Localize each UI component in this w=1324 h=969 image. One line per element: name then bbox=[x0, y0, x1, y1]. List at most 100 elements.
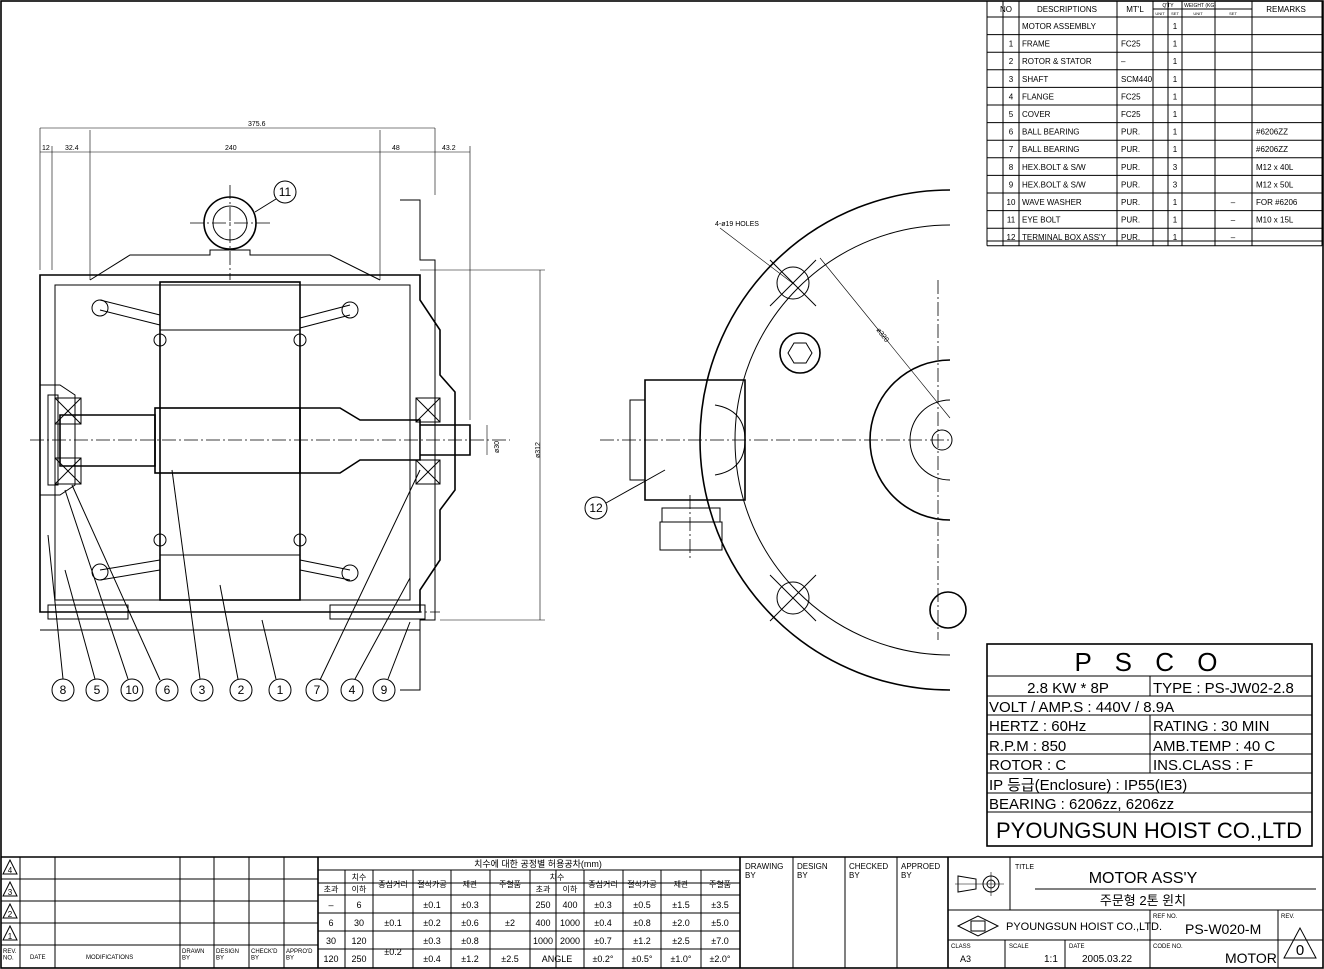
tol-l-can: ±0.8 bbox=[461, 936, 478, 946]
bom-cell-remarks: FOR #6206 bbox=[1256, 198, 1298, 207]
bom-cell-desc: BALL BEARING bbox=[1022, 145, 1080, 154]
tol-l-can: ±1.2 bbox=[461, 954, 478, 964]
tol-r-cut: ±1.2 bbox=[633, 936, 650, 946]
tol-h-center: 중심거리 bbox=[378, 879, 407, 889]
tol-l-under: 250 bbox=[351, 954, 366, 964]
bom-header-weight: WEIGHT (KG) bbox=[1184, 3, 1216, 9]
svg-text:5: 5 bbox=[94, 683, 101, 697]
tol-r-over: ANGLE bbox=[542, 954, 573, 964]
dim-overall-length: 375.6 bbox=[248, 121, 266, 128]
bom-cell-desc: ROTOR & STATOR bbox=[1022, 57, 1092, 66]
dim-12: 12 bbox=[42, 145, 50, 152]
bom-cell-set: 1 bbox=[1173, 92, 1178, 101]
bom-cell-mtl: FC25 bbox=[1121, 40, 1141, 49]
svg-text:10: 10 bbox=[125, 683, 139, 697]
bom-cell-no: 5 bbox=[1009, 110, 1014, 119]
bom-cell-set: 1 bbox=[1173, 57, 1178, 66]
tol-h-over: 초과 bbox=[324, 885, 339, 894]
svg-text:4: 4 bbox=[349, 683, 356, 697]
dim-shaft-dia: ø30 bbox=[494, 441, 501, 453]
date-label: DATE bbox=[1069, 944, 1085, 950]
tol-r-cut: ±0.5° bbox=[631, 954, 652, 964]
bom-cell-desc: HEX.BOLT & S/W bbox=[1022, 163, 1086, 172]
bom-cell-desc: FLANGE bbox=[1022, 92, 1054, 101]
balloon-8: 8 bbox=[47, 534, 75, 702]
nameplate: P S C O 2.8 KW * 8P TYPE : PS-JW02-2.8 V… bbox=[986, 643, 1313, 847]
bom-cell-no: 2 bbox=[1009, 57, 1014, 66]
dim-holes: 4-ø19 HOLES bbox=[715, 221, 759, 228]
tol-l-center: ±0.2 bbox=[384, 947, 401, 957]
front-view-dimensions: 4-ø19 HOLES ø320 bbox=[715, 221, 890, 344]
bom-cell-no: 4 bbox=[1009, 92, 1014, 101]
bom-cell-mtl: PUR. bbox=[1121, 216, 1140, 225]
nameplate-rating: RATING : 30 MIN bbox=[1153, 718, 1269, 735]
revision-mark-icon: 1 bbox=[2, 924, 18, 941]
tol-l-over: 30 bbox=[326, 936, 336, 946]
tol-h-size-2: 치수 bbox=[550, 873, 565, 882]
drawing-title: MOTOR ASS'Y bbox=[1089, 870, 1198, 887]
bom-cell-set: 1 bbox=[1173, 75, 1178, 84]
tol-r-can: ±1.5 bbox=[672, 900, 689, 910]
nameplate-type: TYPE : PS-JW02-2.8 bbox=[1153, 680, 1294, 697]
motor-front-view bbox=[600, 189, 967, 691]
rev-date-header: DATE bbox=[30, 955, 46, 961]
revision-mark-icon: 2 bbox=[2, 902, 18, 919]
bom-header-w_unit: UNIT bbox=[1193, 11, 1203, 16]
bom-cell-mtl: PUR. bbox=[1121, 180, 1140, 189]
tol-h-cut: 절삭가공 bbox=[417, 879, 446, 889]
bom-cell-set: 1 bbox=[1173, 145, 1178, 154]
tol-h-center-2: 중심거리 bbox=[588, 879, 617, 889]
nameplate-amb: AMB.TEMP : 40 C bbox=[1153, 738, 1275, 755]
tol-r-center: ±0.2° bbox=[592, 954, 613, 964]
bom-cell-desc: SHAFT bbox=[1022, 75, 1048, 84]
tol-h-can: 제관 bbox=[463, 879, 478, 889]
balloon-11: 11 bbox=[254, 180, 297, 213]
bom-cell-mtl: – bbox=[1121, 57, 1126, 66]
bom-cell-mtl: PUR. bbox=[1121, 233, 1140, 242]
bom-cell-desc: MOTOR ASSEMBLY bbox=[1022, 22, 1097, 31]
tol-l-cut: ±0.4 bbox=[423, 954, 440, 964]
dim-48: 48 bbox=[392, 145, 400, 152]
bom-cell-set: 3 bbox=[1173, 163, 1178, 172]
balloon-3: 3 bbox=[171, 469, 214, 702]
tol-l-cut: ±0.1 bbox=[423, 900, 440, 910]
bom-cell-mtl: FC25 bbox=[1121, 92, 1141, 101]
tol-l-cut: ±0.2 bbox=[423, 918, 440, 928]
bom-cell-mtl: FC25 bbox=[1121, 110, 1141, 119]
svg-text:9: 9 bbox=[381, 683, 388, 697]
title-company: PYOUNGSUN HOIST CO.,LTD. bbox=[1006, 921, 1162, 933]
dim-240: 240 bbox=[225, 145, 237, 152]
tol-h-over-2: 초과 bbox=[536, 885, 551, 894]
side-view-dimensions: 375.6 12 32.4 240 48 43.2 ø30 ø312 bbox=[42, 121, 542, 458]
tol-r-center: ±0.3 bbox=[594, 900, 611, 910]
bom-cell-set: 1 bbox=[1173, 198, 1178, 207]
svg-text:2: 2 bbox=[238, 683, 245, 697]
tol-r-plate: ±5.0 bbox=[711, 918, 728, 928]
tol-r-under: 400 bbox=[562, 900, 577, 910]
svg-text:7: 7 bbox=[314, 683, 321, 697]
tol-l-center: ±0.1 bbox=[384, 918, 401, 928]
ref-label: REF NO. bbox=[1153, 914, 1178, 920]
balloon-5: 5 bbox=[64, 569, 109, 702]
bom-cell-no: 8 bbox=[1009, 163, 1014, 172]
scale-value: 1:1 bbox=[1044, 954, 1058, 965]
bom-cell-no: 10 bbox=[1007, 198, 1016, 207]
motor-side-section-view bbox=[30, 127, 545, 691]
tol-l-under: 120 bbox=[351, 936, 366, 946]
tol-r-center: ±0.4 bbox=[594, 918, 611, 928]
svg-text:1: 1 bbox=[277, 683, 284, 697]
tol-h-plate: 주철품 bbox=[499, 879, 521, 889]
tol-r-under: 2000 bbox=[560, 936, 580, 946]
bom-cell-mtl: PUR. bbox=[1121, 145, 1140, 154]
bom-cell-mtl: PUR. bbox=[1121, 198, 1140, 207]
bom-cell-set: 1 bbox=[1173, 216, 1178, 225]
tol-h-can-2: 제관 bbox=[674, 879, 689, 889]
